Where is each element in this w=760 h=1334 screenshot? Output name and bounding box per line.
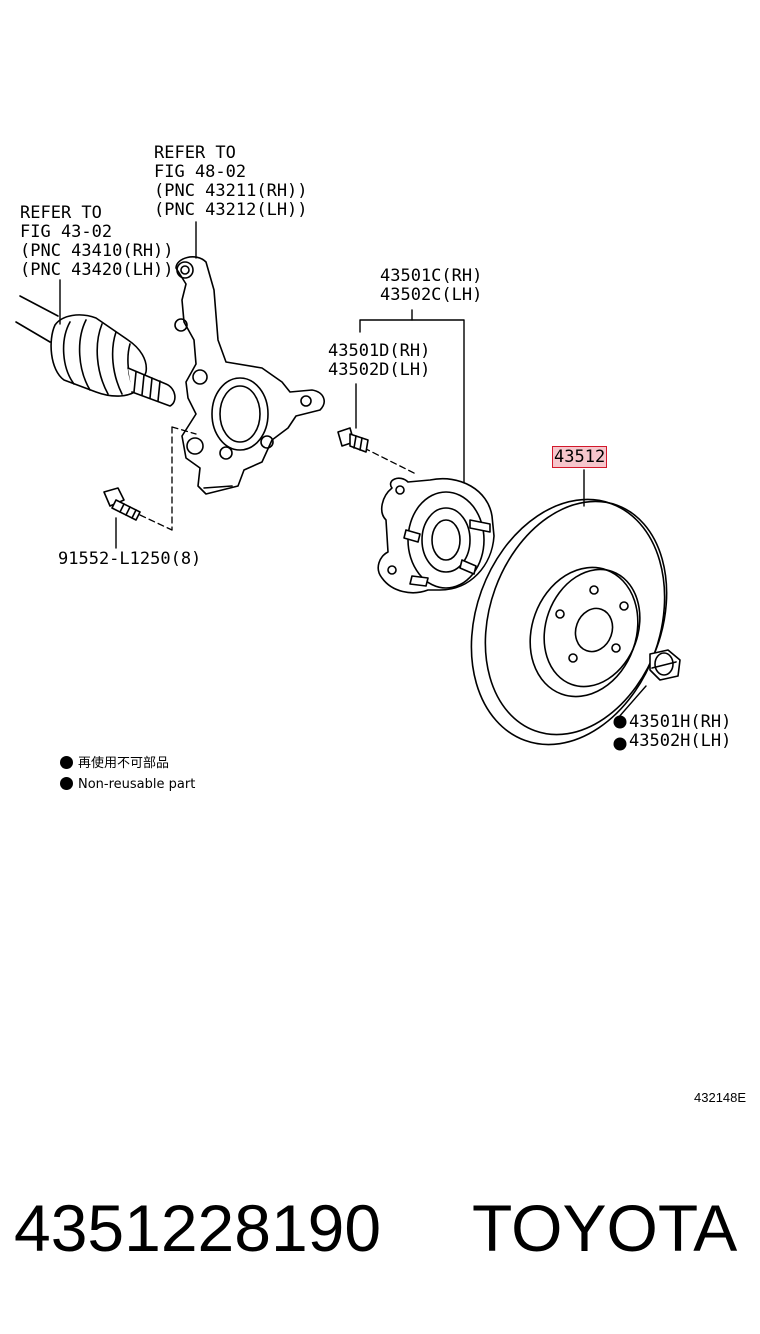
hub-lock-nut <box>649 649 681 681</box>
highlighted-part-number[interactable]: 43512 <box>551 446 608 468</box>
non-reusable-marker <box>613 737 627 751</box>
legend-en: Non-reusable part <box>60 775 195 795</box>
hub-assy-label: 43501C(RH)43502C(LH) <box>380 266 483 305</box>
axle-hub-assembly <box>377 477 495 594</box>
part-number: 4351228190 <box>14 1191 382 1265</box>
legend-jp: 再使用不可部品 <box>60 754 169 774</box>
non-reusable-marker <box>613 715 627 729</box>
steering-knuckle <box>174 256 325 495</box>
brand-name: TOYOTA <box>472 1191 738 1265</box>
dashed-attachment-lines <box>139 426 417 531</box>
mounting-bolt <box>103 487 141 521</box>
figure-reference: 432148E <box>694 1090 747 1105</box>
nut-label: 43501H(RH)43502H(LH) <box>629 712 732 751</box>
legend-dot-icon <box>60 756 73 769</box>
bolt-label: 91552-L1250(8) <box>58 549 202 569</box>
legend-dot-icon <box>60 777 73 790</box>
drive-shaft <box>15 295 176 407</box>
hub-bolt <box>337 427 369 453</box>
hub-bolt-label: 43501D(RH)43502D(LH) <box>328 341 431 380</box>
disc-part-label[interactable]: 43512 <box>551 446 608 468</box>
